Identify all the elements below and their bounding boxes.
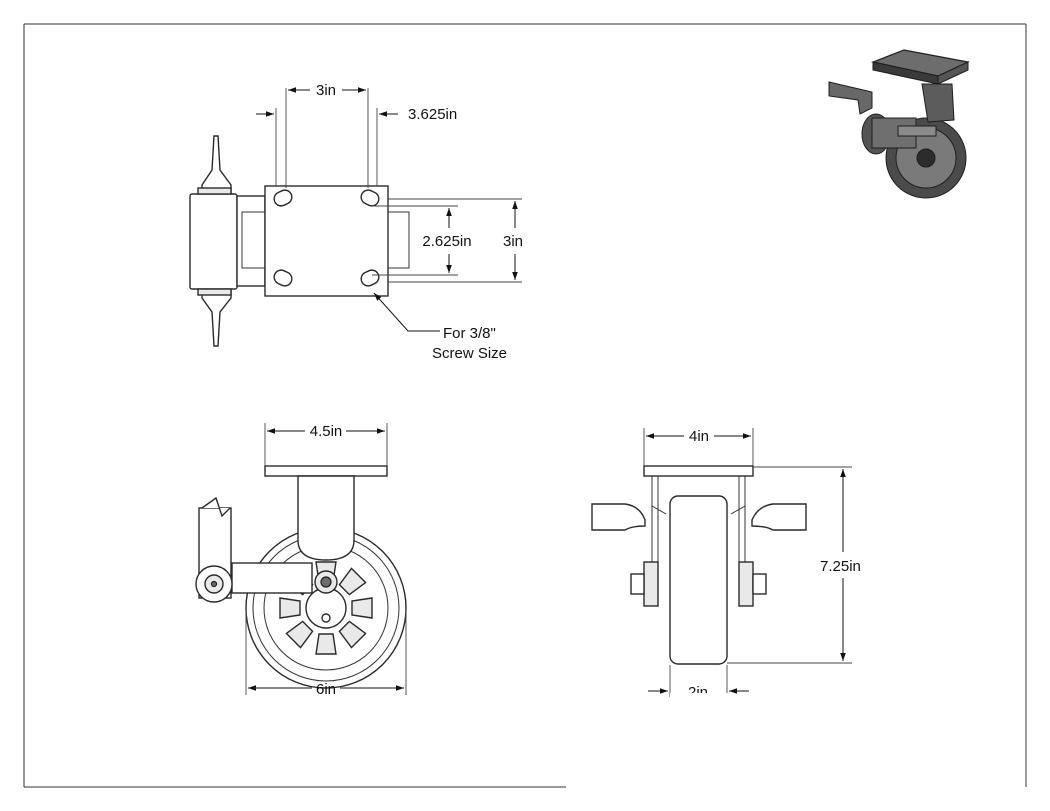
- brake-assembly-side: [195, 496, 313, 603]
- front-plate-width-dim: [643, 428, 754, 466]
- top-bolt-spacing-x-dim: [285, 87, 369, 188]
- dim-label-side-wheel-diameter: 6in: [316, 681, 336, 698]
- dim-label-top-plate-length: 3.625in: [408, 106, 457, 123]
- isometric-view: [828, 49, 970, 199]
- side-view: [195, 423, 407, 695]
- side-wheel-diameter-dim: [245, 610, 407, 695]
- caster-top-plate: [241, 185, 410, 297]
- dim-label-front-plate-width: 4in: [689, 428, 709, 445]
- screw-note-line2: Screw Size: [432, 345, 507, 362]
- caster-front: [630, 465, 767, 665]
- dim-label-top-plate-width: 3in: [503, 233, 523, 250]
- screw-leader-line: [373, 292, 440, 332]
- front-view: [591, 428, 852, 698]
- dim-label-top-bolt-spacing-x: 3in: [316, 82, 336, 99]
- brake-lever-front: [591, 503, 807, 531]
- dim-label-top-bolt-spacing-y: 2.625in: [422, 233, 471, 250]
- brake-lever-top: [189, 135, 266, 347]
- sheet-border: [23, 23, 1027, 788]
- front-wheel-width-label-clip: [670, 693, 730, 705]
- caster-fork-side: [264, 465, 388, 623]
- screw-note-line1: For 3/8": [443, 325, 496, 342]
- side-plate-width-dim: [264, 423, 388, 466]
- dim-label-side-plate-width: 4.5in: [310, 423, 343, 440]
- dim-label-front-overall-height: 7.25in: [820, 558, 861, 575]
- top-plate-width-dim: [388, 198, 522, 283]
- top-plate-length-dim: [256, 108, 398, 186]
- front-overall-height-dim: [727, 466, 852, 664]
- top-view: [189, 87, 522, 347]
- top-bolt-spacing-y-dim: [372, 205, 458, 276]
